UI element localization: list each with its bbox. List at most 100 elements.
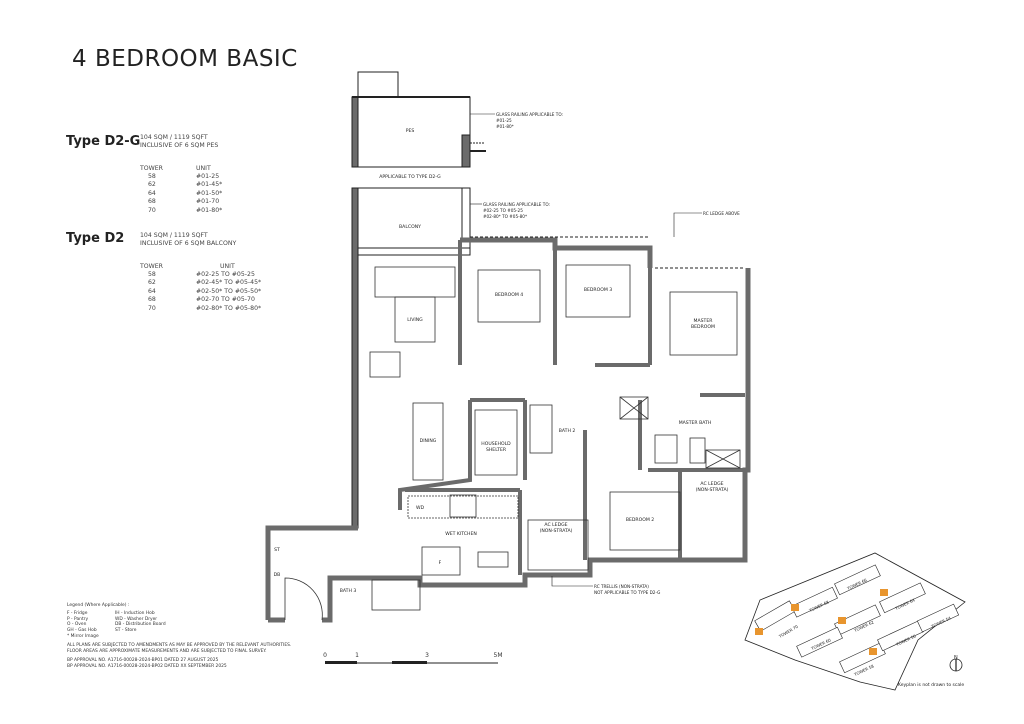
label-master-bedroom-1: MASTER <box>694 318 714 324</box>
table-row: 68 #02-70 TO #05-70 <box>140 296 261 304</box>
label-dining: DINING <box>420 438 437 444</box>
label-pes: PES <box>406 128 415 134</box>
label-fridge: F <box>439 560 442 566</box>
page-title: 4 BEDROOM BASIC <box>72 46 298 72</box>
pes-area <box>351 71 486 168</box>
tower: 58 <box>148 271 156 279</box>
label-bedroom-4: BEDROOM 4 <box>495 292 523 298</box>
approval-line: BP APPROVAL NO. A1716-00028-2024-BP01 DA… <box>67 658 219 664</box>
legend-item: P - Pantry <box>67 616 89 622</box>
legend-item: F - Fridge <box>67 610 88 616</box>
label-shelter-2: SHELTER <box>486 447 507 453</box>
tower: 70 <box>148 206 156 214</box>
legend-item: IH - Induction Hob <box>115 610 155 616</box>
legend-item: O - Oven <box>67 622 87 628</box>
callout-rc-ledge: RC LEDGE ABOVE <box>703 211 740 216</box>
label-bedroom-3: BEDROOM 3 <box>584 287 612 293</box>
callout-rc-trellis-line: NOT APPLICABLE TO TYPE D2-G <box>594 590 660 595</box>
scale-tick: 0 <box>323 652 327 659</box>
label-bedroom-2: BEDROOM 2 <box>626 517 654 523</box>
type-d2-unit-table: TOWER UNIT 58 #02-25 TO #05-25 62 #02-45* T… <box>140 262 261 312</box>
table-row: 68 #01-70 <box>140 198 222 206</box>
note: INCLUSIVE OF 6 SQM BALCONY <box>140 240 237 248</box>
callout-glass-2: GLASS RAILING APPLICABLE TO: <box>483 202 550 207</box>
table-row: 62 #01-45* <box>140 181 222 189</box>
col-tower: TOWER <box>140 262 163 270</box>
callout-rc-trellis: RC TRELLIS (NON-STRATA) <box>594 584 649 589</box>
label-bath-3: BATH 3 <box>340 588 357 594</box>
tower: 64 <box>148 287 156 295</box>
label-shelter-1: HOUSEHOLD <box>481 441 511 447</box>
label-master-bath: MASTER BATH <box>679 420 712 426</box>
keyplan: TOWER 70 TOWER 68 TOWER 66 TOWER 64 TOWE… <box>744 552 966 691</box>
label-wd: WD <box>416 505 425 511</box>
table-row: 70 #01-80* <box>140 206 222 214</box>
unit: #01-25 <box>196 173 220 181</box>
disclaimer-line: FLOOR AREAS ARE APPROXIMATE MEASUREMENTS… <box>67 648 267 654</box>
unit: #02-70 TO #05-70 <box>196 296 255 304</box>
table-row: 58 #01-25 <box>140 172 222 180</box>
table-row: 64 #01-50* <box>140 189 222 197</box>
label-master-bedroom-2: BEDROOM <box>691 324 715 330</box>
scale-tick: 1 <box>355 652 359 659</box>
legend: Legend (Where Applicable) : F - Fridge P… <box>67 603 327 670</box>
unit: #01-80* <box>196 206 223 214</box>
tower: 62 <box>148 181 156 189</box>
unit: #02-25 TO #05-25 <box>196 271 255 279</box>
label-ac-ledge-1: AC LEDGE <box>544 522 567 528</box>
scale-tick: 3 <box>425 652 429 659</box>
col-unit: UNIT <box>220 262 235 270</box>
tower: 68 <box>148 198 156 206</box>
unit: #02-80* TO #05-80* <box>196 304 262 312</box>
type-d2-heading: Type D2 <box>66 231 125 246</box>
callout-glass-2-line: #02-80* TO #05-80* <box>483 214 527 219</box>
type-d2-area: 104 SQM / 1119 SQFT INCLUSIVE OF 6 SQM B… <box>140 232 236 249</box>
callout-glass-2-line: #02-25 TO #05-25 <box>483 208 523 213</box>
callout-glass-1-line: #01-25 <box>496 118 512 123</box>
label-ac-ledge-r1: AC LEDGE <box>700 481 723 487</box>
type-d2g-area: 104 SQM / 1119 SQFT INCLUSIVE OF 6 SQM P… <box>140 134 218 151</box>
legend-item: * Mirror Image <box>67 633 99 639</box>
legend-item: ST - Store <box>115 628 137 634</box>
unit: #01-45* <box>196 181 223 189</box>
tower-label: TOWER 70 <box>777 624 799 640</box>
table-row: 64 #02-50* TO #05-50* <box>140 287 261 295</box>
table-row: 58 #02-25 TO #05-25 <box>140 270 261 278</box>
label-living: LIVING <box>407 317 423 323</box>
legend-item: GH - Gas Hob <box>67 628 97 634</box>
disclaimer-line: ALL PLANS ARE SUBJECTED TO AMENDMENTS AS… <box>67 642 292 648</box>
area: 104 SQM / 1119 SQFT <box>140 232 208 239</box>
label-bath-2: BATH 2 <box>559 428 576 434</box>
tower: 70 <box>148 304 156 312</box>
approval-line: BP APPROVAL NO. A1716-00028-2024-BP02 DA… <box>67 664 227 670</box>
scale-tick: 5M <box>494 652 503 659</box>
tower: 58 <box>148 173 156 181</box>
keyplan-note: Keyplan is not drawn to scale <box>898 682 964 688</box>
col-unit: UNIT <box>196 164 211 172</box>
type-d2g-heading: Type D2-G <box>66 134 141 149</box>
label-pes-note: APPLICABLE TO TYPE D2-G <box>379 174 441 180</box>
north-label: N <box>954 655 958 661</box>
type-d2g-unit-table: TOWER UNIT 58 #01-25 62 #01-45* 64 #01-50* 6… <box>140 164 222 214</box>
unit: #02-45* TO #05-45* <box>196 279 262 287</box>
area: 104 SQM / 1119 SQFT <box>140 134 208 141</box>
label-balcony: BALCONY <box>399 224 421 230</box>
unit: #01-50* <box>196 189 223 197</box>
tower: 68 <box>148 296 156 304</box>
unit: #02-50* TO #05-50* <box>196 287 262 295</box>
tower: 62 <box>148 279 156 287</box>
label-ac-ledge-2: (NON-STRATA) <box>540 528 573 534</box>
callout-glass-1: GLASS RAILING APPLICABLE TO: <box>496 112 563 117</box>
note: INCLUSIVE OF 6 SQM PES <box>140 142 219 150</box>
scale-bar: 0 1 3 5M <box>323 652 503 664</box>
table-row: 62 #02-45* TO #05-45* <box>140 279 261 287</box>
label-ac-ledge-r2: (NON-STRATA) <box>696 487 729 493</box>
tower: 64 <box>148 189 156 197</box>
label-st: ST <box>274 547 280 553</box>
col-tower: TOWER <box>140 164 163 172</box>
legend-item: DB - Distribution Board <box>115 622 166 628</box>
label-wet-kitchen: WET KITCHEN <box>445 531 477 537</box>
unit: #01-70 <box>196 198 220 206</box>
legend-item: WD - Washer Dryer <box>115 616 158 622</box>
